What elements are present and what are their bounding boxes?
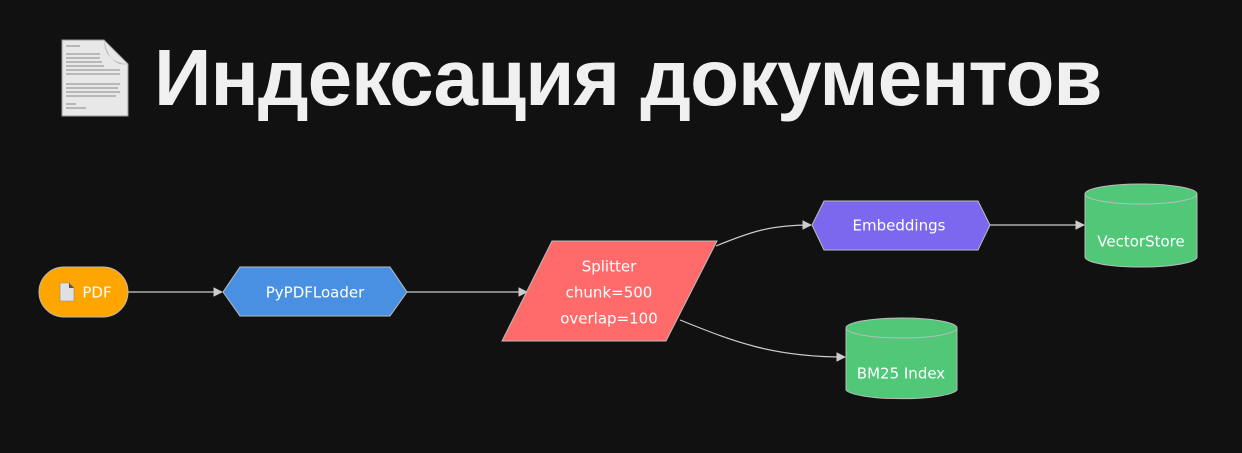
edge-splitter-embeddings <box>715 220 812 247</box>
node-splitter-line-3: overlap=100 <box>560 310 658 328</box>
node-splitter-line-2: chunk=500 <box>566 284 653 302</box>
page-facing-up-icon <box>61 39 129 117</box>
node-pdf[interactable]: PDF <box>38 266 129 318</box>
node-vectorstore-label: VectorStore <box>1097 233 1184 251</box>
node-embeddings[interactable]: Embeddings <box>811 200 991 251</box>
node-pdf-label: PDF <box>82 284 111 302</box>
node-bm25-index-label: BM25 Index <box>857 365 946 383</box>
node-vectorstore[interactable]: VectorStore <box>1084 183 1198 268</box>
node-embeddings-label: Embeddings <box>853 217 946 235</box>
node-bm25-index[interactable]: BM25 Index <box>845 317 958 400</box>
node-splitter[interactable]: Splitter chunk=500 overlap=100 <box>501 240 718 342</box>
node-splitter-line-1: Splitter <box>582 258 637 276</box>
title-text: Индексация документов <box>154 33 1103 122</box>
node-pypdfloader[interactable]: PyPDFLoader <box>222 266 408 317</box>
page-facing-up-icon <box>59 282 75 302</box>
node-pypdfloader-label: PyPDFLoader <box>266 284 365 302</box>
edge-splitter-bm25 <box>679 319 846 362</box>
page-title: Индексация документов <box>60 28 1103 128</box>
